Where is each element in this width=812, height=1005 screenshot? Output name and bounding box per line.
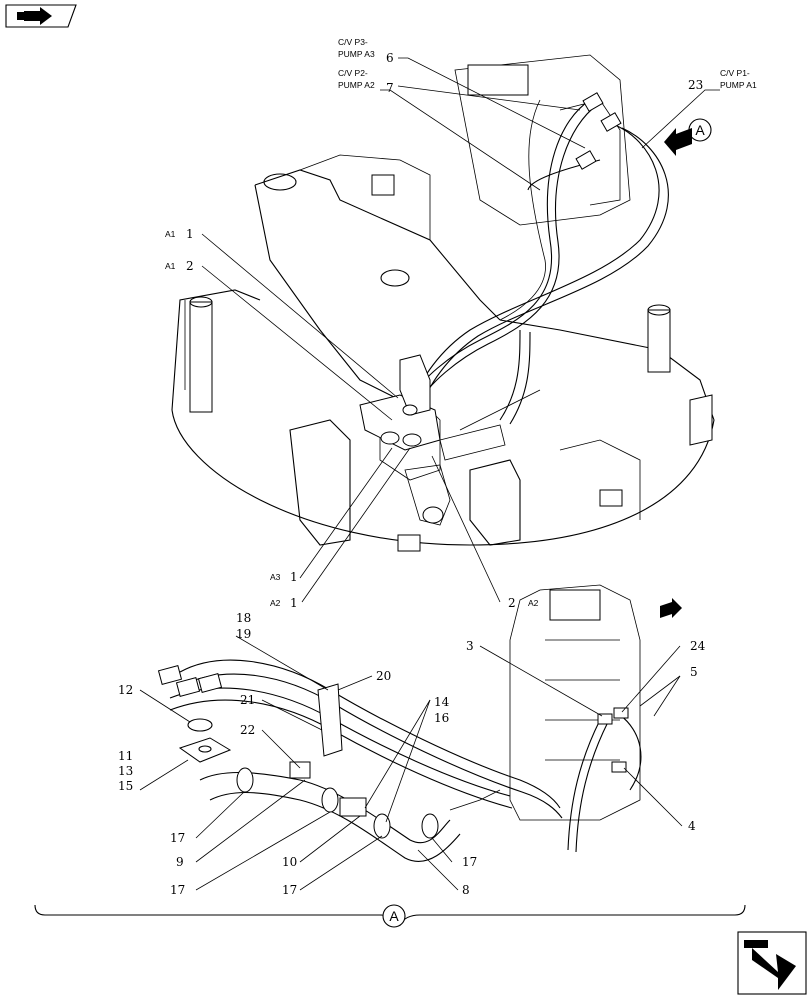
callout-13: 13 xyxy=(118,764,133,778)
callout-1: 1 xyxy=(186,227,194,241)
callout-2-a2: 2 xyxy=(508,596,516,610)
label-cv-p1: C/V P1- xyxy=(720,68,750,78)
view-direction-arrow-icon xyxy=(664,118,712,156)
callout-15: 15 xyxy=(118,779,133,793)
label-cv-p3: C/V P3- xyxy=(338,37,368,47)
callout-16: 16 xyxy=(434,711,449,725)
callout-9: 9 xyxy=(176,855,184,869)
back-arrow-icon[interactable] xyxy=(5,4,77,28)
callout-5: 5 xyxy=(690,665,698,679)
callout-8: 8 xyxy=(462,883,470,897)
callout-18: 18 xyxy=(236,611,251,625)
label-cv-p2: C/V P2- xyxy=(338,68,368,78)
label-a2-left: A2 xyxy=(270,598,281,608)
callout-numbers: 1 2 1 1 2 6 7 23 18 19 20 21 22 12 11 13… xyxy=(118,51,706,897)
callout-24: 24 xyxy=(690,639,706,653)
label-pump-a2: PUMP A2 xyxy=(338,80,375,90)
callout-17-b: 17 xyxy=(170,883,185,897)
callout-23: 23 xyxy=(688,78,703,92)
callout-6: 6 xyxy=(386,51,394,65)
callout-12: 12 xyxy=(118,683,133,697)
lower-leader-lines xyxy=(139,635,683,891)
lower-detail-assembly xyxy=(157,584,642,862)
label-a1-top: A1 xyxy=(165,229,176,239)
callout-1-a2: 1 xyxy=(290,596,298,610)
callout-17-a: 17 xyxy=(170,831,185,845)
label-a3: A3 xyxy=(270,572,281,582)
callout-2: 2 xyxy=(186,259,194,273)
callout-17-c: 17 xyxy=(282,883,297,897)
label-a1-mid: A1 xyxy=(165,261,176,271)
callout-11: 11 xyxy=(118,749,133,763)
callout-20: 20 xyxy=(376,669,391,683)
callout-7: 7 xyxy=(386,81,394,95)
view-ref-bottom: A xyxy=(389,908,399,924)
callout-4: 4 xyxy=(688,819,696,833)
callout-10: 10 xyxy=(282,855,297,869)
callout-1-a3: 1 xyxy=(290,570,298,584)
label-a2-right: A2 xyxy=(528,598,539,608)
label-pump-a1: PUMP A1 xyxy=(720,80,757,90)
view-ref-circle xyxy=(382,904,406,928)
label-pump-a3: PUMP A3 xyxy=(338,49,375,59)
upper-frame-assembly xyxy=(171,54,715,552)
callout-3: 3 xyxy=(466,639,474,653)
callout-22: 22 xyxy=(240,723,255,737)
callout-21: 21 xyxy=(240,693,255,707)
callout-14: 14 xyxy=(434,695,450,709)
callout-17-d: 17 xyxy=(462,855,477,869)
view-ref-top: A xyxy=(695,122,705,138)
view-direction-arrow-small-icon xyxy=(660,598,682,618)
forward-arrow-icon[interactable] xyxy=(737,931,807,995)
callout-19: 19 xyxy=(236,627,251,641)
connection-labels: C/V P3- PUMP A3 C/V P2- PUMP A2 C/V P1- … xyxy=(165,37,757,608)
upper-leader-lines xyxy=(201,57,720,603)
